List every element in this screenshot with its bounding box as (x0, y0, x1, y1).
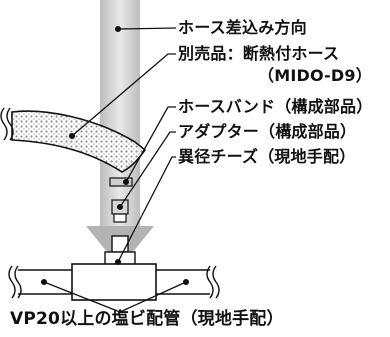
reducer-tee-branch (111, 235, 129, 253)
label-insulated-hose-model: （MIDO-D9） (258, 66, 372, 85)
insert-direction-arrow-shaft (100, 0, 140, 232)
leader-pvc-pipe-left (43, 281, 121, 313)
leader-lines (40, 25, 190, 313)
leader-dot-reducer-tee (114, 258, 122, 266)
label-insert-direction: ホース差込み方向 (178, 18, 307, 37)
leader-dot-insert-direction (114, 25, 122, 33)
label-adapter: アダプター（構成部品） (178, 122, 357, 141)
leader-dot-pvc-left (40, 278, 48, 286)
leader-dot-hose-band (122, 178, 130, 186)
leader-reducer-tee (117, 156, 176, 263)
label-insulated-hose: 別売品：断熱付ホース (178, 44, 340, 63)
label-reducer-tee: 異径チーズ（現地手配） (178, 147, 356, 166)
leader-adapter (119, 131, 176, 208)
hose-break-mark (0, 107, 14, 141)
hose-band (109, 177, 133, 187)
reducer-tee-body (71, 263, 157, 301)
leader-dot-adapter (116, 203, 124, 211)
leader-pvc-pipe-right (119, 281, 187, 313)
pvc-pipe-left (18, 269, 72, 295)
leader-dot-pvc-right (182, 278, 190, 286)
label-hose-band: ホースバンド（構成部品） (178, 97, 373, 116)
leader-insert-direction (117, 27, 177, 30)
leader-insulated-hose (71, 53, 176, 137)
insulated-hose (11, 110, 147, 173)
label-pvc-pipe: VP20以上の塩ビ配管（現地手配） (10, 309, 284, 329)
pipe-break-mark-left (8, 265, 22, 299)
pipe-break-mark-right (206, 265, 220, 299)
adapter-stem (113, 213, 127, 223)
leader-dot-insulated-hose (68, 132, 76, 140)
leader-hose-band (125, 106, 176, 183)
pvc-pipe-right (156, 269, 210, 295)
